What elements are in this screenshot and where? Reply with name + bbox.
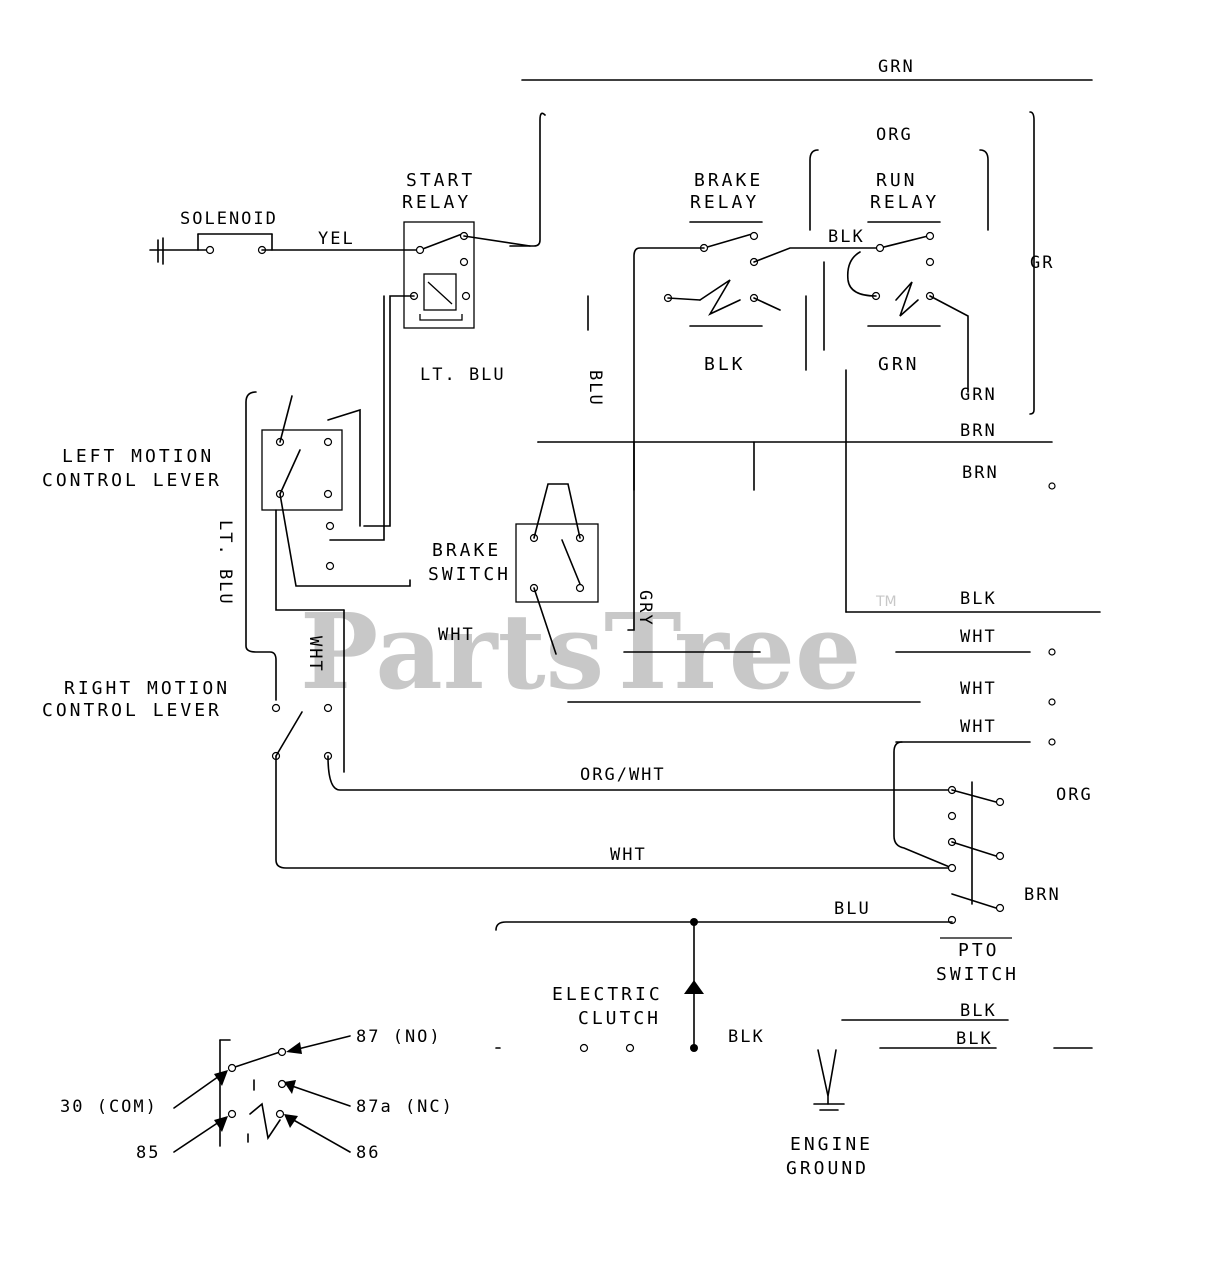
engine-ground-label-line2: GROUND bbox=[786, 1158, 869, 1179]
blk-relay-wire bbox=[753, 247, 881, 263]
brake-relay bbox=[663, 221, 781, 327]
pin-87-label: 87 (NO) bbox=[356, 1027, 442, 1047]
blk-bus-label: BLK bbox=[960, 589, 997, 609]
pto-switch-label-line2: SWITCH bbox=[936, 964, 1019, 985]
org-top-label: ORG bbox=[876, 125, 913, 145]
yel-label: YEL bbox=[318, 229, 355, 249]
run-relay-label-line2: RELAY bbox=[870, 192, 939, 213]
trademark-mark: TM bbox=[875, 594, 897, 610]
lt-blu-label: LT. BLU bbox=[420, 365, 506, 385]
brn-1-label: BRN bbox=[960, 421, 997, 441]
lt-blu-wire bbox=[329, 295, 415, 541]
start-relay bbox=[403, 221, 475, 329]
brn-pto-label: BRN bbox=[1024, 885, 1061, 905]
wht-3-label: WHT bbox=[960, 717, 997, 737]
pto-switch-label-line1: PTO bbox=[958, 940, 1000, 961]
wht-1-label: WHT bbox=[960, 627, 997, 647]
run-relay-grn-label: GRN bbox=[878, 354, 920, 375]
relay-vertical-buses bbox=[587, 261, 847, 613]
brake-switch-label-line1: BRAKE bbox=[432, 540, 501, 561]
solenoid bbox=[149, 233, 273, 265]
org-top-wire bbox=[809, 149, 989, 231]
left-motion-label-line1: LEFT MOTION bbox=[62, 446, 214, 467]
lt-blu-left-label: LT. BLU bbox=[215, 520, 235, 606]
brake-switch-label-line2: SWITCH bbox=[428, 564, 511, 585]
blk-clutch-label: BLK bbox=[728, 1027, 765, 1047]
solenoid-label: SOLENOID bbox=[180, 209, 278, 229]
brake-relay-label-line1: BRAKE bbox=[694, 170, 763, 191]
start-relay-label-line1: START bbox=[406, 170, 475, 191]
misc-bus-connections bbox=[537, 441, 1056, 746]
brake-relay-blk-label: BLK bbox=[704, 354, 746, 375]
lt-blu-left-wire bbox=[245, 391, 277, 701]
pin-30-label: 30 (COM) bbox=[60, 1097, 158, 1117]
wht-wires bbox=[567, 651, 1031, 743]
grn-right-label: GRN bbox=[960, 385, 997, 405]
relay-pin-legend bbox=[173, 1035, 351, 1153]
wht-2-label: WHT bbox=[960, 679, 997, 699]
blu-pto-wire bbox=[495, 921, 953, 931]
clutch-diode bbox=[684, 918, 704, 1052]
blu-vertical-label: BLU bbox=[585, 370, 605, 407]
engine-ground-label-line1: ENGINE bbox=[790, 1134, 873, 1155]
pin-87a-label: 87a (NC) bbox=[356, 1097, 454, 1117]
left-lever-wires bbox=[275, 493, 411, 611]
pin-85-label: 85 bbox=[136, 1143, 160, 1163]
wht-bottom-wire bbox=[275, 755, 953, 869]
wht-bottom-label: WHT bbox=[610, 845, 647, 865]
grn-top-label: GRN bbox=[878, 57, 915, 77]
brn-2-label: BRN bbox=[962, 463, 999, 483]
gry-wire bbox=[627, 247, 705, 631]
brake-switch bbox=[515, 483, 599, 655]
blu-pto-label: BLU bbox=[834, 899, 871, 919]
run-relay-label-line1: RUN bbox=[876, 170, 918, 191]
org-pto-label: ORG bbox=[1056, 785, 1093, 805]
left-motion-label-line2: CONTROL LEVER bbox=[42, 470, 222, 491]
electric-clutch bbox=[495, 1043, 635, 1053]
right-motion-control-lever bbox=[271, 703, 333, 761]
wht-vertical-label: WHT bbox=[305, 636, 325, 673]
blk-relay-label: BLK bbox=[828, 227, 865, 247]
org-wht-label: ORG/WHT bbox=[580, 765, 666, 785]
electric-clutch-label-line1: ELECTRIC bbox=[552, 984, 663, 1005]
partstree-watermark: PartsTree bbox=[300, 590, 861, 713]
pin-86-label: 86 bbox=[356, 1143, 380, 1163]
start-relay-label-line2: RELAY bbox=[402, 192, 471, 213]
engine-ground-symbol bbox=[813, 1049, 845, 1111]
start-relay-to-grn bbox=[463, 235, 531, 247]
blk-ground-2-label: BLK bbox=[956, 1029, 993, 1049]
run-relay bbox=[846, 221, 969, 393]
left-motion-control-lever bbox=[261, 395, 361, 527]
gry-label: GRY bbox=[635, 590, 655, 627]
pto-switch bbox=[893, 741, 1005, 925]
org-wht-wire bbox=[327, 755, 953, 791]
right-motion-label-line2: CONTROL LEVER bbox=[42, 700, 222, 721]
gr-right-label: GR bbox=[1030, 253, 1054, 273]
brake-relay-label-line2: RELAY bbox=[690, 192, 759, 213]
wht-left-label: WHT bbox=[438, 625, 475, 645]
grn-top-wire bbox=[509, 79, 1093, 415]
blk-ground-1-label: BLK bbox=[960, 1001, 997, 1021]
right-motion-label-line1: RIGHT MOTION bbox=[64, 678, 230, 699]
electric-clutch-label-line2: CLUTCH bbox=[578, 1008, 661, 1029]
